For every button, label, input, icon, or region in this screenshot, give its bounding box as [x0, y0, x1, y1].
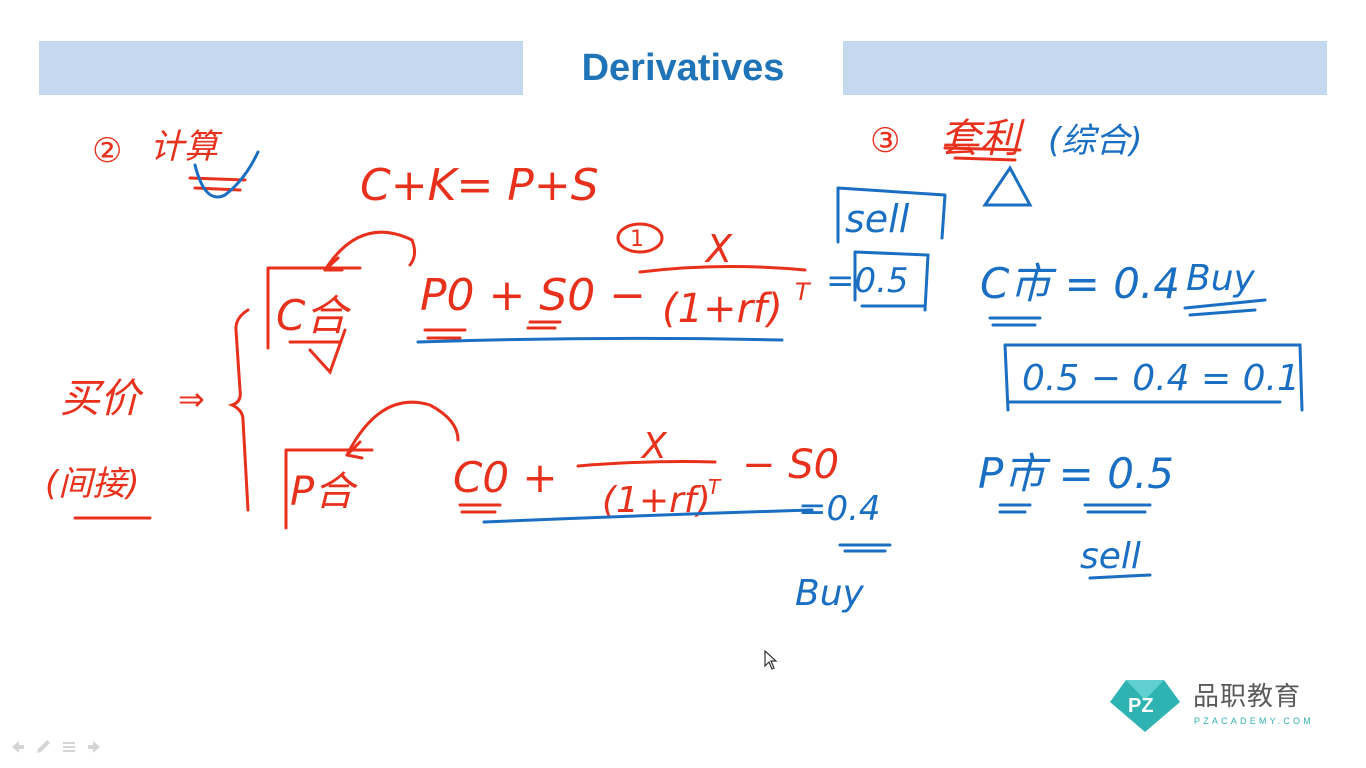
put-rhs-terms: C0 + — [453, 453, 558, 502]
fraction-exponent: T — [795, 278, 812, 306]
diamond-facet-top — [1126, 680, 1164, 700]
red-ink-strokes — [73, 146, 1022, 530]
profit-box-text: 0.5 − 0.4 = 0.1 — [1022, 358, 1300, 399]
call-lhs: C合 — [276, 291, 351, 340]
section3-marker: ③ — [870, 121, 900, 161]
blue-ink-text: (综合) sell =0.5 =0.4 Buy C市 = 0.4 Buy 0.5… — [795, 121, 1300, 614]
slide-title: Derivatives — [581, 47, 785, 89]
call-market-action: Buy — [1186, 258, 1256, 299]
red-ink-text: ② 计算 ③ 套利 C+K= P+S 买价 (间接) ⇒ C合 P0 + S0 … — [45, 116, 1025, 521]
parity-equation: C+K= P+S — [360, 160, 599, 211]
menu-icon[interactable] — [60, 738, 78, 756]
left-label-2: (间接) — [45, 464, 140, 504]
call-result: =0.5 — [826, 261, 909, 301]
prev-arrow-icon[interactable] — [8, 738, 26, 756]
pz-logo-mark: PZ — [1110, 680, 1180, 732]
title-band-left — [39, 41, 523, 95]
slide-nav-controls — [8, 738, 104, 756]
diamond-icon — [1110, 680, 1180, 732]
title-band-right — [843, 41, 1327, 95]
put-market: P市 = 0.5 — [978, 449, 1174, 498]
circled-one-label: 1 — [630, 227, 644, 252]
brand-subtitle: PZACADEMY.COM — [1194, 716, 1314, 726]
blue-ink-strokes — [193, 150, 1304, 580]
section3-label: 套利 — [940, 116, 1025, 162]
fraction-numerator: X — [704, 227, 733, 271]
pen-icon[interactable] — [34, 738, 52, 756]
red-circled-one — [616, 222, 664, 254]
put-lhs: P合 — [290, 469, 358, 515]
call-market: C市 = 0.4 — [980, 259, 1180, 308]
section3-note: (综合) — [1048, 121, 1143, 161]
put-fraction-exponent: T — [708, 475, 722, 499]
call-action-sell: sell — [845, 197, 910, 241]
section2-label: 计算 — [150, 127, 223, 167]
next-arrow-icon[interactable] — [86, 738, 104, 756]
logo-mark-text: PZ — [1128, 695, 1154, 717]
section2-marker: ② — [92, 131, 122, 171]
call-rhs-terms: P0 + S0 − — [420, 270, 646, 321]
brand-name: 品职教育 — [1193, 682, 1302, 712]
put-market-action: sell — [1080, 536, 1141, 577]
put-tail: − S0 — [742, 442, 839, 488]
left-label-1: 买价 — [60, 376, 144, 422]
fraction-denominator: (1+rf) — [662, 286, 783, 332]
arrow-symbol: ⇒ — [178, 380, 205, 418]
mouse-cursor-icon — [764, 650, 778, 670]
put-action-buy: Buy — [795, 573, 865, 614]
